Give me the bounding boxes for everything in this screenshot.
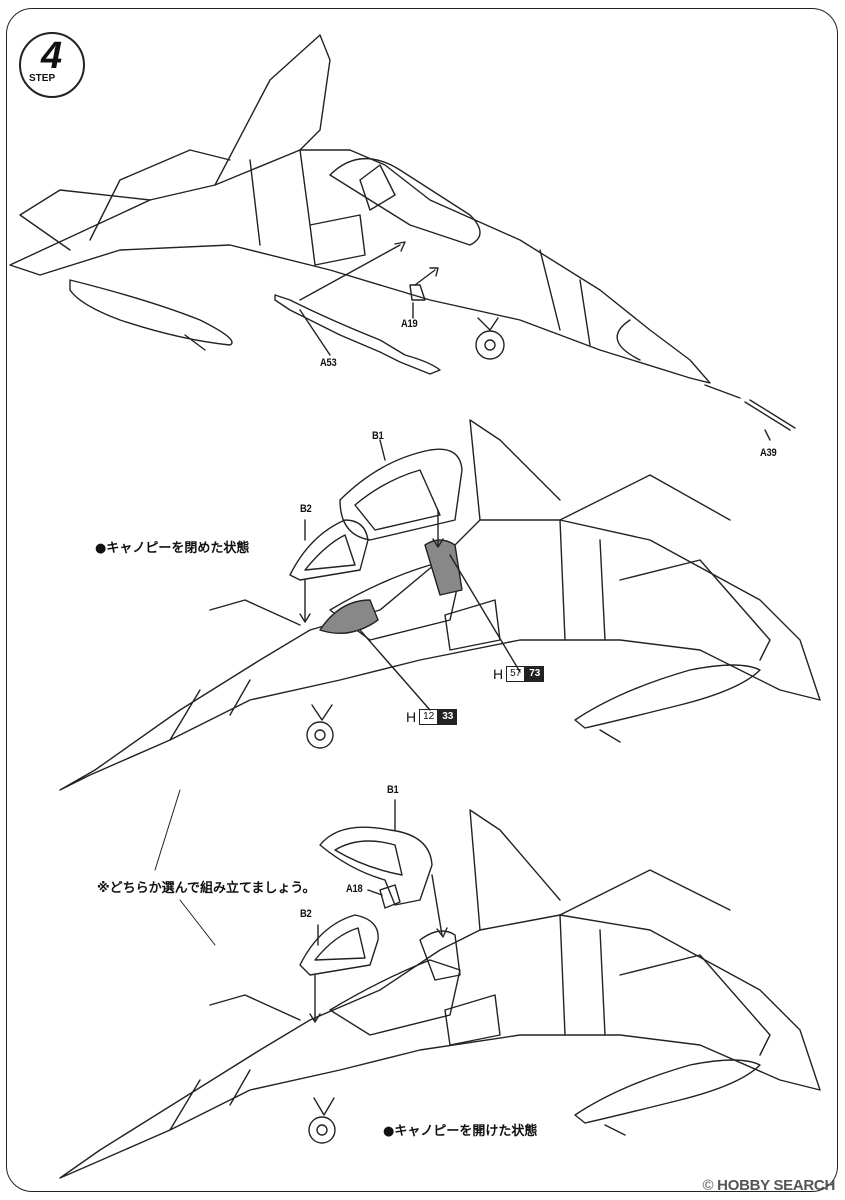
aircraft-middle [59,419,821,791]
paint-prefix: H [493,666,504,682]
part-label-b2-top: B2 [300,503,312,515]
watermark-copyright: © [702,1177,714,1194]
watermark-suffix: SEARCH [773,1177,835,1194]
part-label-b1-bottom: B1 [387,784,399,796]
step-word: STEP [29,73,56,84]
paint-prefix: H [406,709,417,725]
watermark: © HOBBY SEARCH [702,1177,836,1194]
aircraft-bottom [59,799,821,1179]
step-number: 4 [41,35,63,77]
note-canopy-closed: ●キャノピーを閉めた状態 [95,541,250,556]
page-frame [6,8,838,1192]
aircraft-top [9,34,796,441]
part-label-b2-bottom: B2 [300,908,312,920]
paint-ref-h57-73: H 57 73 [493,666,545,682]
paint-ref-h12-33: H 12 33 [406,709,458,725]
paint-code: 57 [506,666,526,682]
note-canopy-open: ●キャノピーを開けた状態 [383,1124,538,1139]
note-choose-one: ※どちらか選んで組み立てましょう。 [97,881,316,896]
part-label-a53: A53 [320,357,337,369]
part-label-a19: A19 [401,318,418,330]
paint-code-2: 33 [438,709,458,725]
step-badge: 4 STEP [19,32,85,98]
part-label-a39: A39 [760,447,777,459]
watermark-brand: HOBBY [717,1177,770,1194]
paint-code: 12 [419,709,439,725]
part-label-a18: A18 [346,883,363,895]
paint-code-2: 73 [525,666,545,682]
part-label-b1-top: B1 [372,430,384,442]
